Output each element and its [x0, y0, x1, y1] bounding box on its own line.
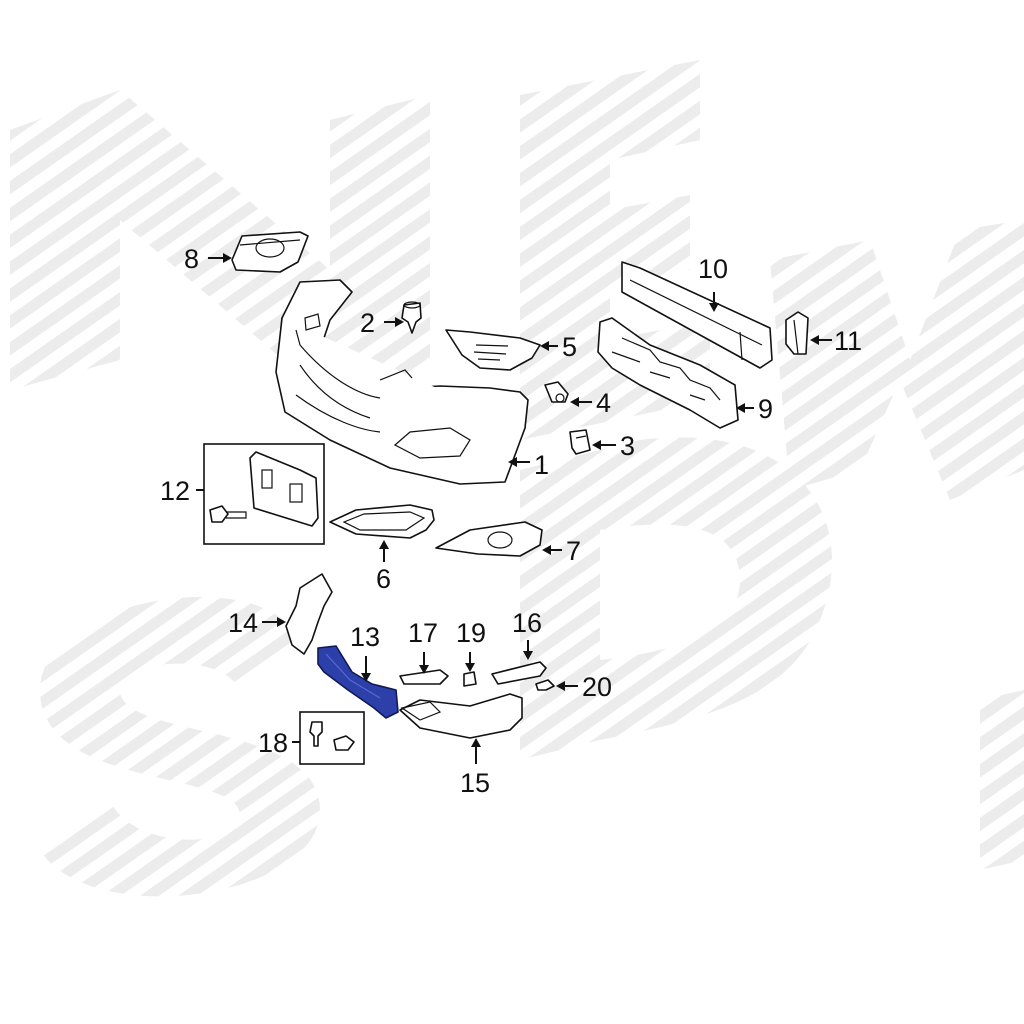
part-17-clip-strip[interactable]: [399, 669, 449, 685]
callout-13: 13: [350, 622, 380, 652]
part-6-fog-lamp-bezel[interactable]: [329, 504, 435, 539]
callout-10: 10: [698, 254, 728, 284]
part-12-kit-box: [203, 443, 325, 545]
callout-8: 8: [184, 244, 199, 274]
part-13-lower-reinforcement[interactable]: [317, 645, 399, 719]
part-18-kit-box: [299, 711, 365, 765]
callout-9: 9: [758, 394, 773, 424]
callout-16: 16: [512, 608, 542, 638]
callout-12: 12: [160, 476, 190, 506]
part-16-bracket-strip[interactable]: [491, 661, 547, 685]
callout-18: 18: [258, 728, 288, 758]
callout-7: 7: [566, 536, 581, 566]
callout-3: 3: [620, 431, 635, 461]
callout-6: 6: [376, 564, 391, 594]
part-8-fog-bezel[interactable]: [231, 231, 309, 273]
leader-arrows: [196, 253, 832, 764]
part-12-license-bracket[interactable]: [209, 451, 319, 527]
part-3-bracket[interactable]: [569, 429, 591, 455]
part-15-lower-spoiler[interactable]: [399, 693, 523, 739]
callout-20: 20: [582, 672, 612, 702]
part-2-clip[interactable]: [401, 301, 422, 334]
part-18-fasteners[interactable]: [309, 721, 355, 751]
part-9-energy-absorber[interactable]: [597, 317, 739, 429]
part-1-bumper-cover[interactable]: [275, 279, 529, 485]
callout-2: 2: [360, 308, 375, 338]
part-10-reinforcement-bar[interactable]: [621, 261, 773, 369]
callout-4: 4: [596, 388, 611, 418]
part-20-clip[interactable]: [535, 679, 555, 691]
callout-11: 11: [834, 326, 862, 356]
callout-19: 19: [456, 618, 486, 648]
callout-17: 17: [408, 618, 438, 648]
part-5-grille-insert[interactable]: [445, 329, 541, 371]
part-14-side-deflector[interactable]: [285, 573, 333, 655]
part-4-retainer[interactable]: [544, 381, 569, 403]
callout-15: 15: [460, 768, 490, 798]
part-7-fog-cover[interactable]: [435, 521, 543, 557]
callout-14: 14: [228, 608, 258, 638]
callout-1: 1: [534, 450, 549, 480]
part-11-side-bracket[interactable]: [785, 311, 809, 355]
part-19-nut[interactable]: [463, 671, 477, 687]
callout-5: 5: [562, 332, 577, 362]
